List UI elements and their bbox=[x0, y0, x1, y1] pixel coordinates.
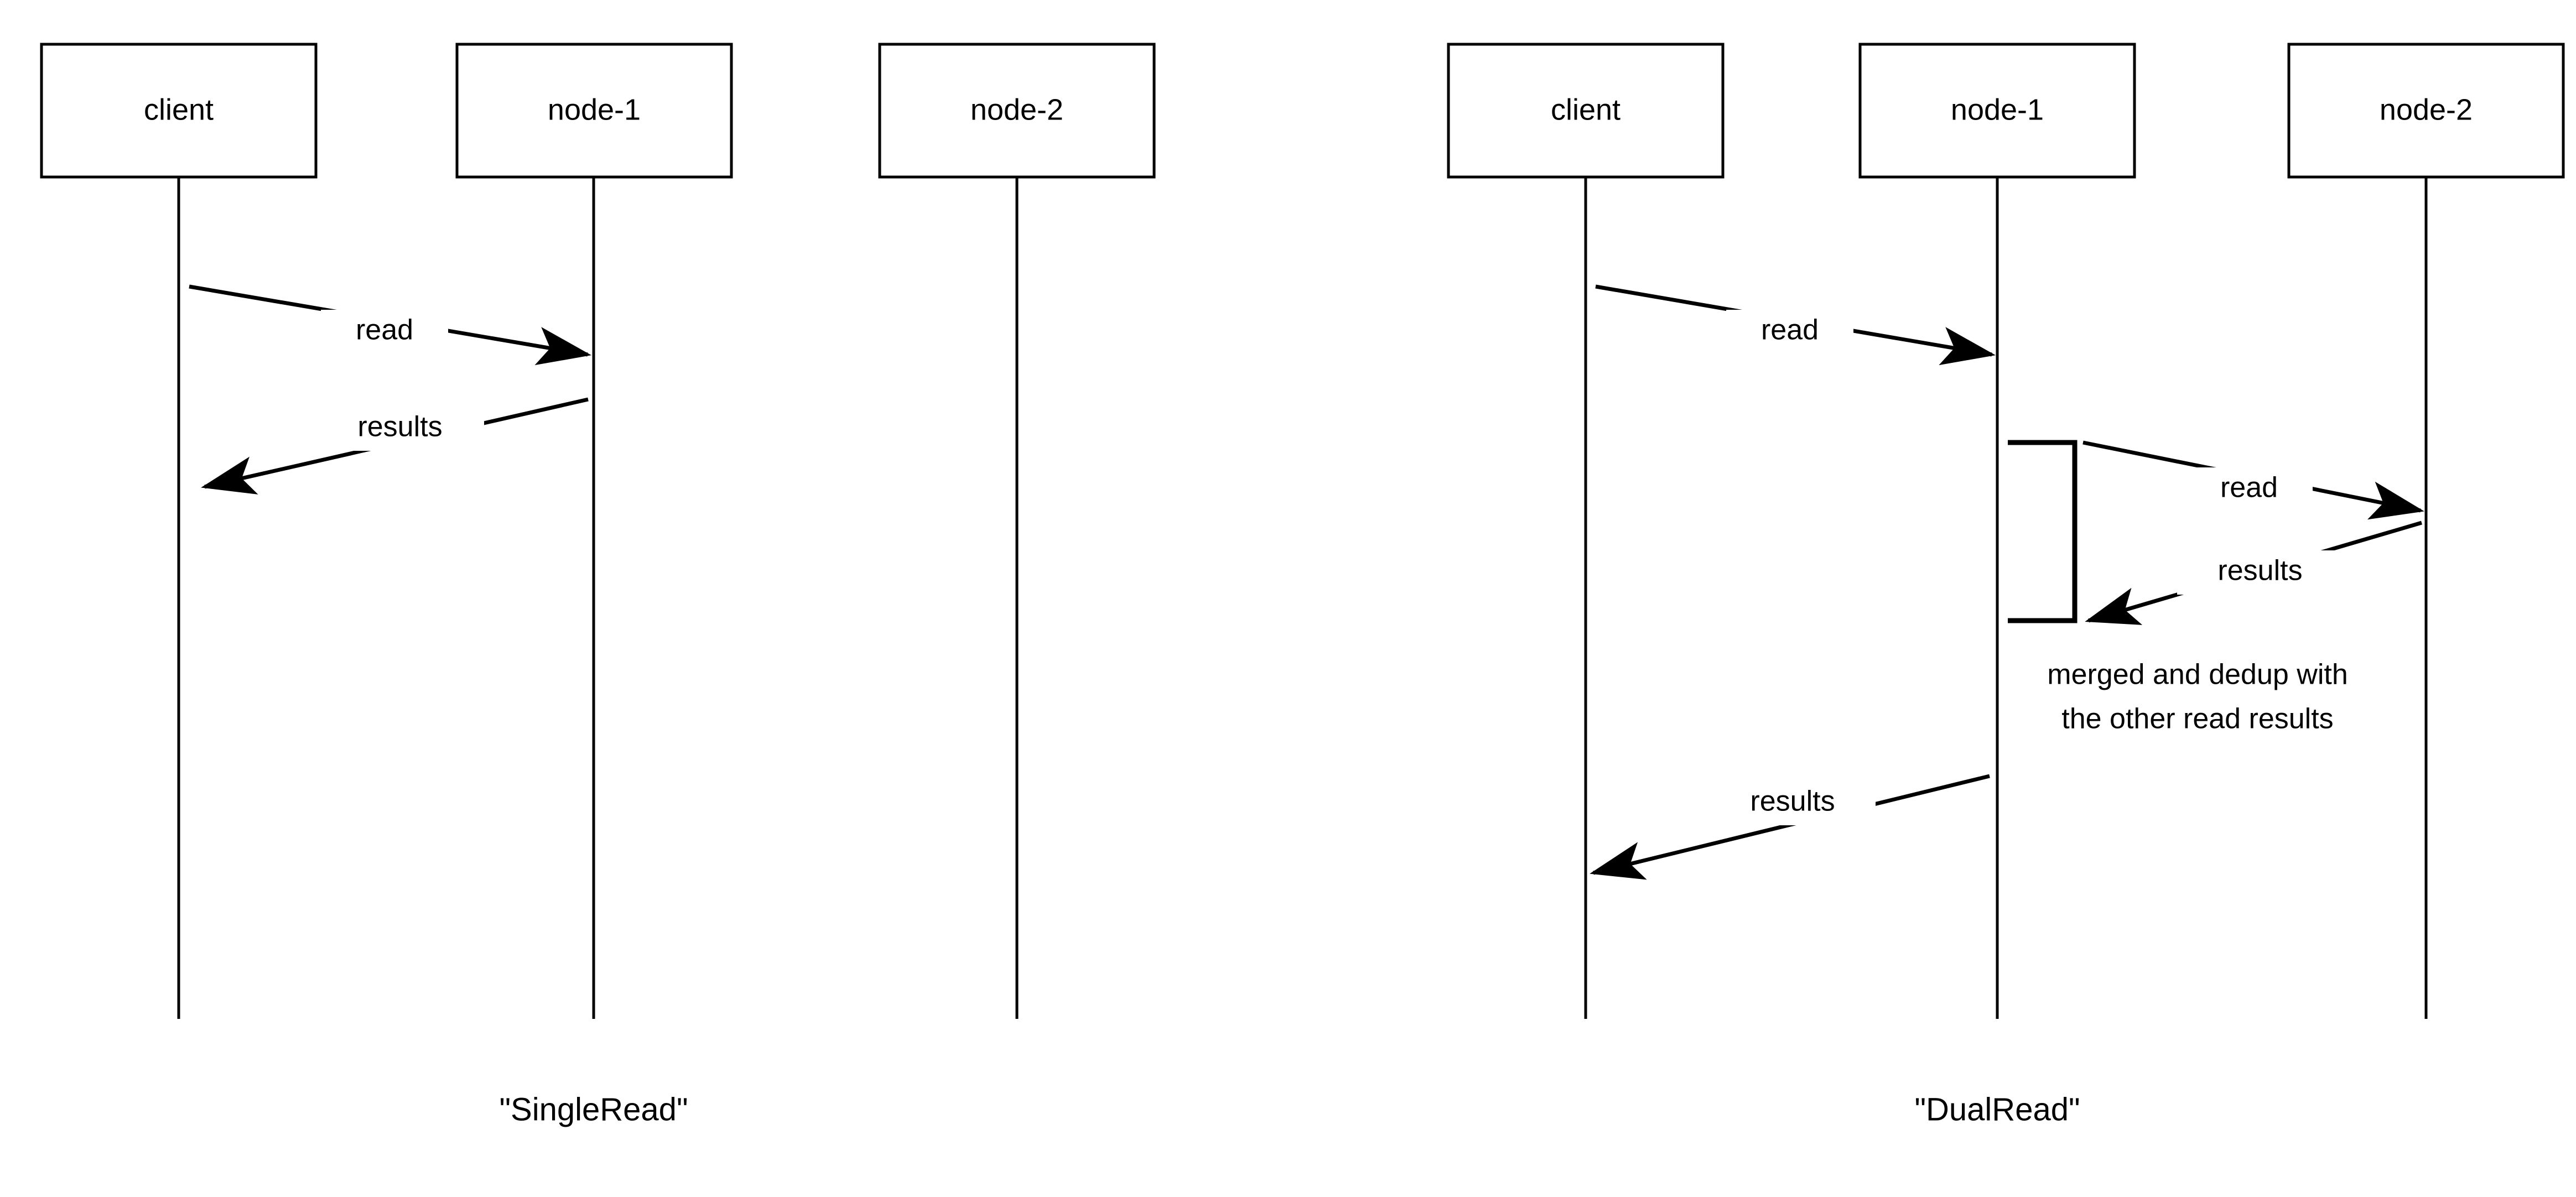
participant-label-client: client bbox=[144, 93, 214, 126]
message-label-read-1: read bbox=[1761, 314, 1819, 346]
participant-box-node-2[interactable] bbox=[2287, 43, 2565, 179]
activation-bracket-node-1 bbox=[2008, 440, 2078, 623]
participant-box-client[interactable] bbox=[1447, 43, 1725, 179]
message-label-read-2: read bbox=[2220, 472, 2278, 504]
message-label-read-1: read bbox=[356, 314, 413, 346]
message-label-backdrop bbox=[318, 407, 484, 451]
participant-label-node-1: node-1 bbox=[548, 93, 641, 126]
participant-label-node-2: node-2 bbox=[2380, 93, 2473, 126]
message-label-backdrop bbox=[1726, 310, 1853, 353]
panel-caption-dual-read: "DualRead" bbox=[1914, 1091, 2080, 1127]
participant-box-node-2[interactable] bbox=[878, 43, 1156, 179]
message-label-backdrop bbox=[2185, 467, 2313, 511]
message-label-results-1: results bbox=[357, 411, 442, 443]
participant-label-client: client bbox=[1551, 93, 1621, 126]
message-label-backdrop bbox=[1710, 781, 1876, 825]
participant-label-node-1: node-1 bbox=[1951, 93, 2044, 126]
panel-caption-single-read: "SingleRead" bbox=[499, 1091, 688, 1127]
note-line-1: merged and dedup with bbox=[2047, 659, 2348, 691]
message-label-backdrop bbox=[321, 310, 448, 353]
participant-box-client[interactable] bbox=[40, 43, 318, 179]
note-line-2: the other read results bbox=[2061, 703, 2333, 735]
message-label-backdrop bbox=[2177, 550, 2343, 595]
message-label-results-3: results bbox=[1750, 785, 1835, 818]
participant-box-node-1[interactable] bbox=[1858, 43, 2136, 179]
participant-box-node-1[interactable] bbox=[455, 43, 733, 179]
message-label-results-2: results bbox=[2217, 555, 2302, 587]
participant-label-node-2: node-2 bbox=[970, 93, 1063, 126]
panel-dual-read: client node-1 node-2 read read results m… bbox=[1447, 43, 2565, 1127]
panel-single-read: client node-1 node-2 read results "Singl… bbox=[40, 43, 1156, 1127]
